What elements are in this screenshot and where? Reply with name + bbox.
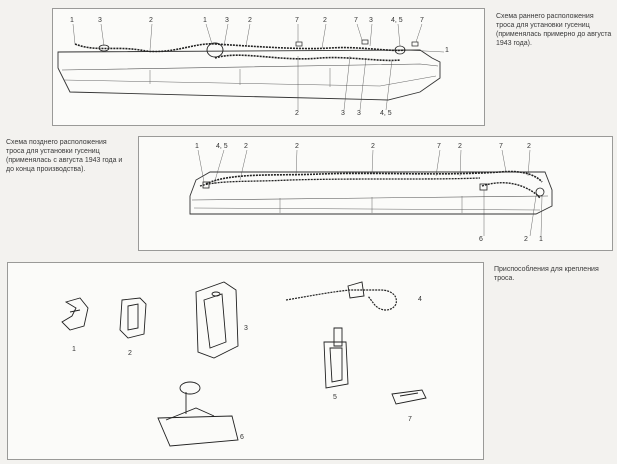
d2-top-label: 2 bbox=[371, 143, 375, 150]
d1-bottom-label: 4, 5 bbox=[380, 110, 392, 117]
d2-top-label: 2 bbox=[295, 143, 299, 150]
d1-top-label: 7 bbox=[295, 17, 299, 24]
d1-top-label: 7 bbox=[354, 17, 358, 24]
d3-part-label: 5 bbox=[333, 394, 337, 401]
d3-part-label: 4 bbox=[418, 296, 422, 303]
d1-top-label: 1 bbox=[203, 17, 207, 24]
d2-top-label: 2 bbox=[458, 143, 462, 150]
d2-bottom-label: 2 bbox=[524, 236, 528, 243]
d3-part-label: 2 bbox=[128, 350, 132, 357]
d2-top-label: 4, 5 bbox=[216, 143, 228, 150]
caption-early: Схема раннего расположения троса для уст… bbox=[496, 13, 612, 47]
d2-bottom-label: 6 bbox=[479, 236, 483, 243]
diagram-fixtures-frame bbox=[7, 262, 484, 460]
d1-top-label: 3 bbox=[369, 17, 373, 24]
d2-top-label: 1 bbox=[195, 143, 199, 150]
d1-top-label: 7 bbox=[420, 17, 424, 24]
d1-top-label: 2 bbox=[248, 17, 252, 24]
d1-side-label: 1 bbox=[445, 47, 449, 54]
d3-part-label: 7 bbox=[408, 416, 412, 423]
d2-top-label: 2 bbox=[244, 143, 248, 150]
d2-top-label: 7 bbox=[437, 143, 441, 150]
d1-top-label: 1 bbox=[70, 17, 74, 24]
caption-fixtures: Приспособления для крепления троса. bbox=[494, 266, 599, 282]
d2-top-label: 7 bbox=[499, 143, 503, 150]
d1-bottom-label: 2 bbox=[295, 110, 299, 117]
d1-top-label: 3 bbox=[98, 17, 102, 24]
d3-part-label: 3 bbox=[244, 325, 248, 332]
d1-top-label: 3 bbox=[225, 17, 229, 24]
caption-late: Схема позднего расположения троса для ус… bbox=[6, 139, 123, 173]
d1-bottom-label: 3 bbox=[357, 110, 361, 117]
d1-top-label: 2 bbox=[323, 17, 327, 24]
d2-bottom-label: 1 bbox=[539, 236, 543, 243]
d2-top-label: 2 bbox=[527, 143, 531, 150]
d3-part-label: 1 bbox=[72, 346, 76, 353]
diagram-late-frame bbox=[138, 136, 613, 251]
d1-bottom-label: 3 bbox=[341, 110, 345, 117]
d3-part-label: 6 bbox=[240, 434, 244, 441]
d1-top-label: 4, 5 bbox=[391, 17, 403, 24]
diagram-early-frame bbox=[52, 8, 485, 126]
d1-top-label: 2 bbox=[149, 17, 153, 24]
